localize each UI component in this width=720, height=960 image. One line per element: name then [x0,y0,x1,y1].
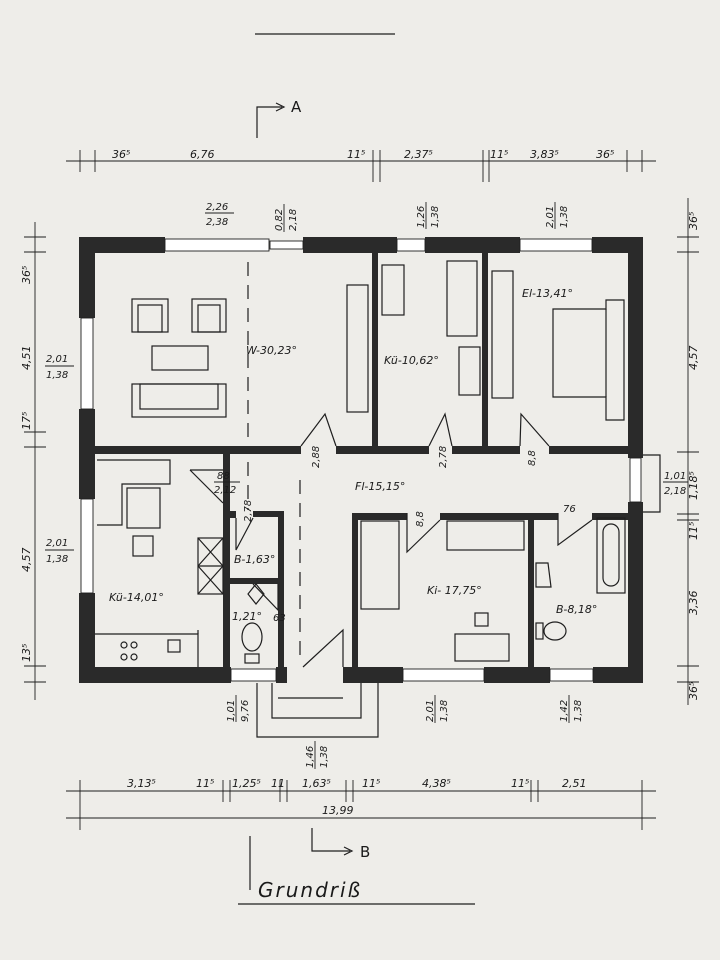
dim-top-0: 36⁵ [112,148,130,161]
dim-left-4: 13⁵ [20,644,33,662]
dim-right-1: 4,57 [687,346,700,371]
exterior-walls [79,237,643,683]
dim-bottom-4: 1,63⁵ [302,777,331,790]
svg-text:1,38: 1,38 [46,554,68,565]
furniture-bedroom [491,270,625,421]
dim-top-4: 11⁵ [490,148,508,161]
dim-left-2: 17⁵ [20,412,33,430]
furniture-children [360,520,525,662]
dim-bottom-8: 2,51 [562,777,587,790]
svg-text:2,26: 2,26 [206,202,228,213]
dim-left-0: 36⁵ [20,266,33,284]
svg-text:63: 63 [273,613,286,624]
svg-text:1,46: 1,46 [305,746,316,768]
dim-bottom-2: 1,25⁵ [232,777,261,790]
dim-right-3: 11⁵ [687,522,700,540]
svg-text:9,76: 9,76 [240,700,251,722]
furniture-kitchen-south [95,459,224,667]
dim-top-2: 11⁵ [347,148,365,161]
svg-text:2,12: 2,12 [214,485,236,496]
dim-right-0: 36⁵ [687,212,700,230]
furniture-wc [241,583,265,664]
svg-text:1,38: 1,38 [439,700,450,722]
svg-text:2,01: 2,01 [46,538,68,549]
svg-text:2,01: 2,01 [46,354,68,365]
svg-text:2,38: 2,38 [206,217,228,228]
room-label-wc: 1,21° [232,610,262,623]
furniture-living [131,284,369,418]
opening-labels: 2,26 2,38 0,82 2,18 1,26 1,38 2,01 1,38 … [45,202,688,769]
interior-walls [95,253,628,667]
svg-text:1,42: 1,42 [559,700,570,722]
svg-text:2,78: 2,78 [438,446,449,468]
dim-bottom-1: 11⁵ [196,777,214,790]
room-label-flur: Fl-15,15° [355,480,405,493]
dimension-right: 36⁵ 4,57 1,18⁵ 11⁵ 3,36 36⁵ [677,198,700,705]
svg-text:76: 76 [563,504,576,515]
section-mark-a: A [256,98,302,138]
room-label-bad: B-8,18° [556,603,597,616]
svg-text:1,01: 1,01 [226,700,237,722]
doors [189,412,593,668]
dim-bottom-7: 11⁵ [511,777,529,790]
room-label-kueche-sued: Kü-14,01° [109,591,164,604]
entry-bay [256,683,379,738]
room-label-bad-klein: B-1,63° [234,553,275,566]
room-label-eltern: El-13,41° [522,287,573,300]
dim-top-6: 36⁵ [596,148,614,161]
svg-text:2,01: 2,01 [545,206,556,228]
dim-left-1: 4,51 [20,346,33,371]
svg-text:0,82: 0,82 [274,209,285,231]
svg-text:1,38: 1,38 [430,206,441,228]
furniture-bath [535,517,626,641]
dim-right-4: 3,36 [687,591,700,616]
svg-text:1,38: 1,38 [319,746,330,768]
svg-text:1,38: 1,38 [46,370,68,381]
dim-bottom-0: 3,13⁵ [127,777,156,790]
dim-right-5: 36⁵ [687,682,700,700]
dimension-left: 36⁵ 4,51 17⁵ 4,57 13⁵ [20,222,46,700]
dim-left-3: 4,57 [20,548,33,573]
room-label-wohnen: W-30,23° [246,344,297,357]
room-label-kueche-nord: Kü-10,62° [384,354,439,367]
svg-text:8,8: 8,8 [527,450,538,466]
dimension-top: 36⁵ 6,76 11⁵ 2,37⁵ 11⁵ 3,83⁵ 36⁵ [66,148,656,182]
dim-top-3: 2,37⁵ [404,148,433,161]
svg-text:88: 88 [217,471,230,482]
svg-text:8,8: 8,8 [415,511,426,527]
svg-text:1,38: 1,38 [573,700,584,722]
svg-text:1,01: 1,01 [664,471,686,482]
svg-text:1,26: 1,26 [416,206,427,228]
dim-bottom-6: 4,38⁵ [422,777,451,790]
svg-text:2,18: 2,18 [664,486,686,497]
svg-text:B: B [360,843,370,861]
room-labels: W-30,23° Kü-10,62° El-13,41° Fl-15,15° K… [109,287,597,623]
svg-text:2,01: 2,01 [425,700,436,722]
svg-text:2,78: 2,78 [243,500,254,522]
room-label-kind: Ki- 17,75° [427,584,482,597]
plan-title-text: Grundriß [258,878,362,902]
dim-top-1: 6,76 [190,148,215,161]
svg-text:2,88: 2,88 [311,446,322,468]
dim-total: 13,99 [322,804,354,817]
dimension-bottom: 3,13⁵ 11⁵ 1,25⁵ 11 1,63⁵ 11⁵ 4,38⁵ 11⁵ 2… [66,777,656,830]
dim-bottom-5: 11⁵ [362,777,380,790]
svg-text:1,38: 1,38 [559,206,570,228]
dim-bottom-3: 11 [271,777,285,790]
section-mark-b: B [311,828,370,861]
dim-top-5: 3,83⁵ [530,148,559,161]
dim-right-2: 1,18⁵ [687,471,700,500]
furniture-kitchen-north [381,260,481,396]
svg-text:2,18: 2,18 [288,209,299,231]
plan-title: Grundriß [238,836,475,905]
bay-window-right [643,454,661,513]
svg-text:A: A [291,98,302,116]
